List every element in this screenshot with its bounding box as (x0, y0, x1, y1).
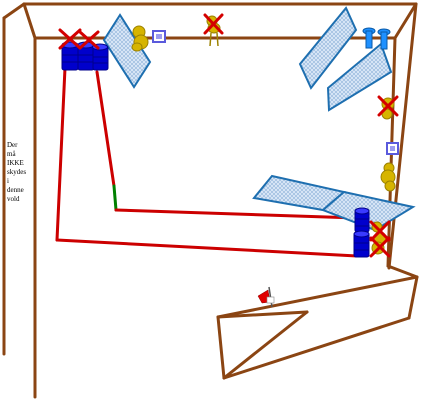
structure-connector (386, 264, 419, 279)
blue-barrel-icon (354, 207, 370, 233)
warning-note-line: skydes (7, 168, 27, 176)
blue-barrel-icon (353, 230, 370, 258)
red-x-icon (377, 95, 399, 117)
blue-barrel-icon (92, 43, 109, 71)
corner-connector (22, 2, 37, 40)
blue-cap-icon (362, 27, 376, 49)
warning-note-line: IKKE (7, 159, 24, 167)
wire-short-green-segment (112, 184, 118, 212)
purple-square-icon (152, 30, 166, 43)
red-flag-icon (257, 286, 275, 308)
blue-barrel-icon (61, 41, 79, 71)
red-x-icon (369, 236, 391, 258)
wire-long-bottom (55, 238, 359, 258)
structure-inner-diagonal (222, 310, 309, 380)
structure-left-edge (216, 315, 226, 380)
red-x-icon (369, 220, 391, 242)
drum-group-bottom-right (353, 207, 370, 258)
warning-note-line: Der (7, 141, 18, 149)
yellow-bush-icon (131, 25, 149, 52)
outer-top-wall (2, 2, 26, 20)
wire-long-left (55, 66, 67, 242)
warning-note-line: må (7, 150, 16, 158)
warning-note-line: vold (7, 195, 20, 203)
target-panels (102, 6, 416, 232)
structure-top-edge (216, 275, 419, 319)
red-x-icon (58, 28, 82, 50)
structure-right-edge (407, 275, 419, 320)
yellow-bush-icon (380, 162, 396, 192)
panel-top-left (102, 13, 152, 89)
red-x-icon (203, 13, 224, 35)
outer-right-wall (387, 2, 418, 270)
structure-bottom-edge (222, 316, 411, 380)
structure-inner-ledge (216, 310, 309, 319)
blue-cap-icon (377, 28, 391, 50)
warning-note-line: i (7, 177, 9, 185)
red-x-icon (78, 30, 100, 50)
wire-short-diagonal (95, 70, 116, 188)
right-corner-connector (393, 2, 418, 40)
purple-square-icon (386, 142, 399, 155)
firing-line-structure (216, 264, 419, 380)
panel-right-upper (326, 42, 393, 112)
target-wires (55, 66, 359, 258)
wire-short-bottom (114, 208, 359, 220)
warning-note-line: denne (7, 186, 24, 194)
panel-top-right (298, 6, 358, 90)
drum-group-top-left (58, 28, 109, 71)
